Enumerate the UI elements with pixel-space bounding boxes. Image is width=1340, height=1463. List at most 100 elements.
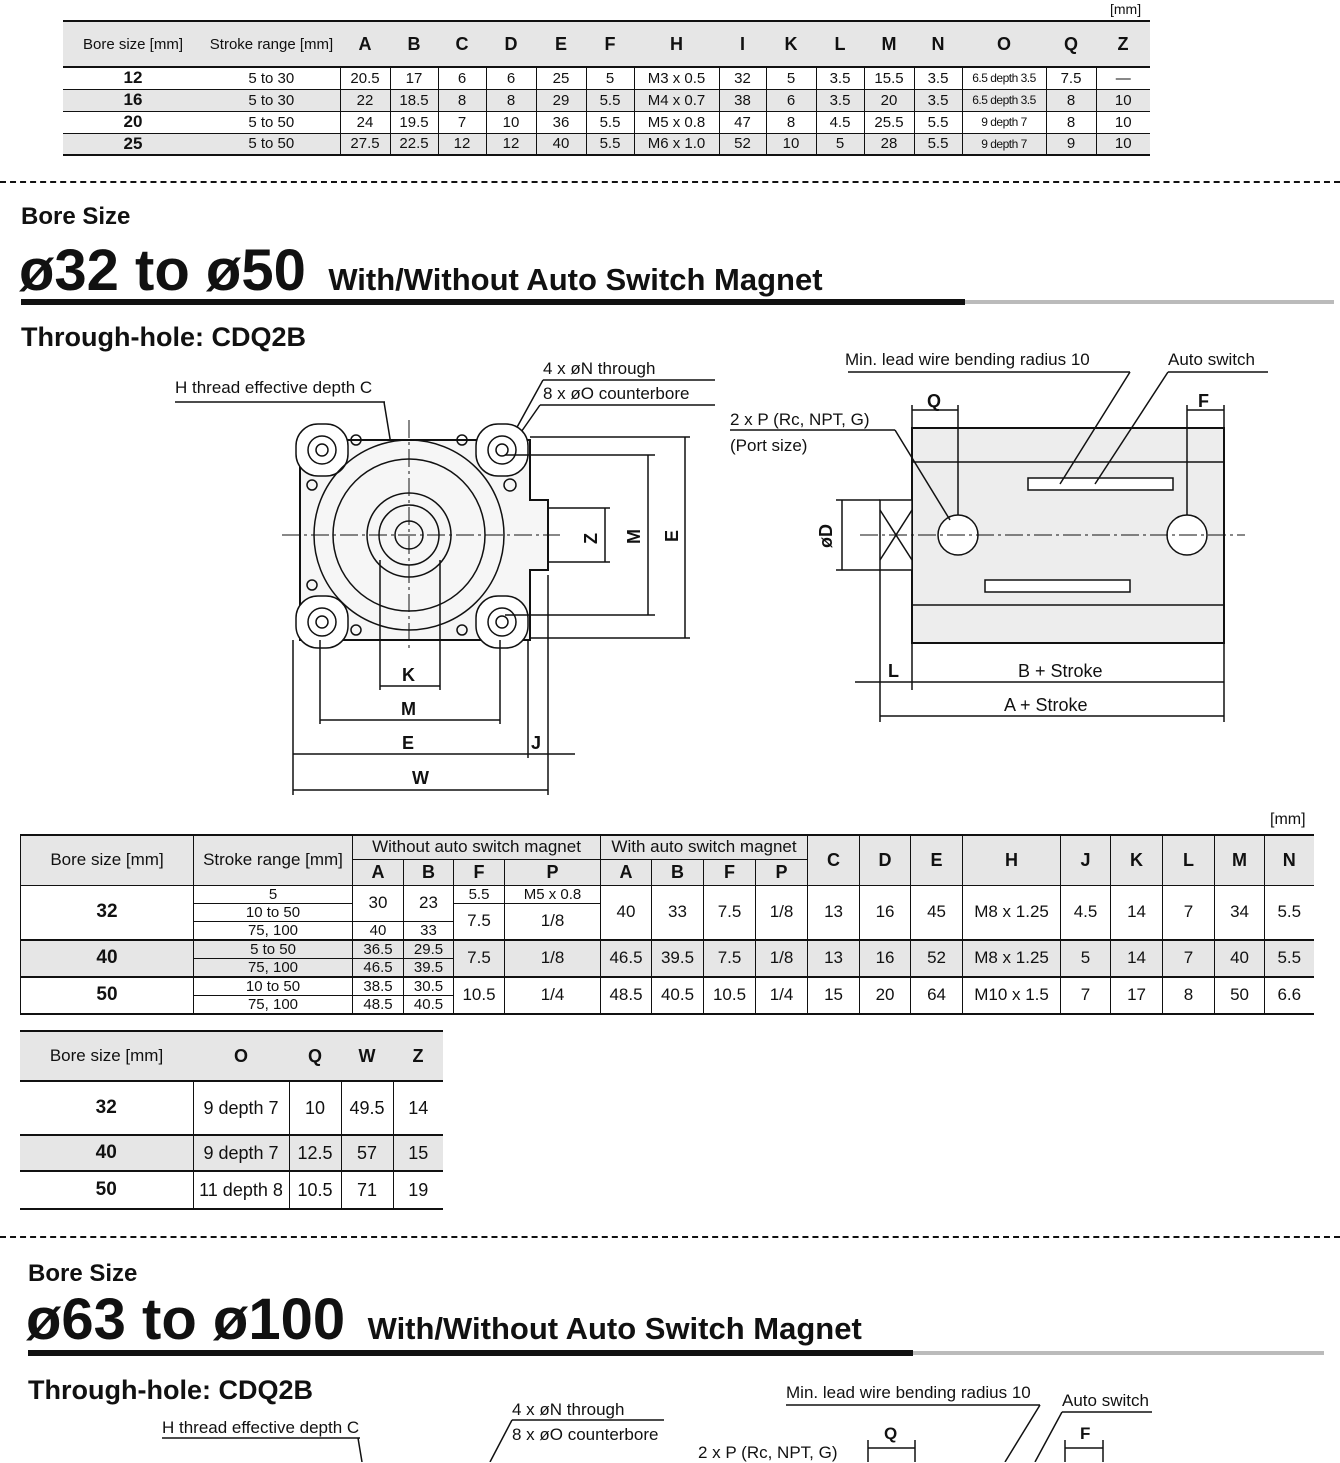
col-w-b: B [651,859,704,886]
col-bore-size: Bore size [mm] [20,835,194,886]
cell: 20 [859,975,911,1014]
cell: 15.5 [863,67,914,89]
cell: 9 depth 7 [961,133,1046,155]
col-header: Q [1046,21,1096,67]
cell: 3.5 [913,67,962,89]
cell: 40 [1214,938,1265,977]
cell: 40 [352,920,404,941]
cell: 5.5 [585,111,634,133]
col-header: Z [393,1031,443,1081]
cell: 9 depth 7 [961,111,1046,133]
port-size-label: (Port size) [730,436,808,455]
col-header: Z [1096,21,1150,67]
cell: 7.5 [1045,67,1096,89]
cell: 19.5 [389,111,438,133]
cell: 14 [1110,938,1163,977]
cell: 5.5 [913,111,962,133]
cell: 4.5 [1060,885,1111,941]
dim-label-d: øD [816,524,836,548]
through-hole-title-2: Through-hole: CDQ2B [28,1375,313,1405]
cell: 15 [807,975,860,1014]
cell: 71 [340,1171,393,1209]
bore-cell: 12 [123,68,143,88]
cell: 23 [403,885,454,921]
cell: 52 [910,938,963,977]
cell: 30 [352,885,404,921]
col-header: D [486,21,536,67]
cell: 39.5 [651,938,704,977]
cell: 15 [392,1135,443,1171]
n-through-label: 4 x øN through [543,359,656,378]
cell: 45 [910,885,963,941]
cell: 1/4 [503,975,601,1014]
cell: 1/8 [503,902,601,941]
col-header: W [341,1031,393,1081]
col-stroke-range: Stroke range [mm] [193,835,353,886]
cell: 12 [437,133,486,155]
cell: 29 [535,89,586,111]
cell: 10 [1095,133,1150,155]
cell: 9 depth 7 [192,1135,289,1171]
table-row: 75, 100 48.5 40.5 [21,994,1314,1014]
cell: 3.5 [913,89,962,111]
cell: 30.5 [403,975,454,995]
col-header: Stroke range [mm] [203,21,340,67]
cylinder-drawing-63-100-partial [162,1404,1152,1462]
bore-cell: 32 [95,1097,117,1118]
cell: M8 x 1.25 [962,938,1061,977]
bore-size-label-2: Bore Size [28,1260,138,1287]
cell: 47 [718,111,766,133]
cell: 7.5 [703,938,756,977]
col-w-a: A [600,859,652,886]
cell: 7 [1162,885,1215,941]
cell: M6 x 1.0 [633,133,719,155]
cell: 1/8 [755,885,808,941]
bore-cell: 32 [20,885,194,941]
min-lead-wire-label: Min. lead wire bending radius 10 [845,350,1090,369]
dim-label-e-vertical: E [662,530,682,542]
col-header: L [816,21,864,67]
cell: M4 x 0.7 [633,89,719,111]
cell: 46.5 [352,957,404,977]
col-group-without-magnet: Without auto switch magnet [351,835,601,860]
col-header: Q [289,1031,341,1081]
cell: 17 [1110,975,1163,1014]
cell: 5 to 30 [248,69,295,87]
auto-switch-label: Auto switch [1168,350,1255,369]
stroke-cell: 75, 100 [193,920,353,941]
cell: 5.5 [1264,938,1314,977]
cell: 10.5 [453,975,505,1014]
cell: 39.5 [403,957,454,977]
cell: 50 [1214,975,1265,1014]
section-divider [0,181,1340,183]
cell: — [1095,67,1150,89]
cell: 1/8 [503,938,601,977]
cell: M5 x 0.8 [503,885,601,903]
bore-cell: 40 [20,938,194,977]
dim-label-a-stroke: A + Stroke [1004,695,1088,715]
col-header: H [634,21,719,67]
col-header: M [864,21,914,67]
dim-label-k: K [402,665,415,685]
cell: 5 to 50 [248,135,295,153]
bore-cell: 50 [20,975,194,1014]
col-wo-b: B [403,859,454,886]
q-label-2: Q [884,1424,898,1443]
dim-label-b-stroke: B + Stroke [1018,661,1103,681]
cell: 33 [651,885,704,941]
col-group-with-magnet: With auto switch magnet [600,835,808,860]
cell: 7.5 [453,902,505,941]
n-through-label-2: 4 x øN through [512,1400,625,1419]
table-row: 50 10 to 50 38.5 30.5 10.5 1/4 48.5 40.5… [20,975,1314,1014]
bore-range-subtitle: With/Without Auto Switch Magnet [328,262,823,297]
cell: 5.5 [913,133,962,155]
cell: 20 [863,89,914,111]
col-header: F [586,21,634,67]
col-wo-f: F [453,859,505,886]
cell: 10 [485,111,536,133]
col-d: D [859,835,911,886]
col-header: N [914,21,962,67]
dim-label-l: L [888,661,899,681]
